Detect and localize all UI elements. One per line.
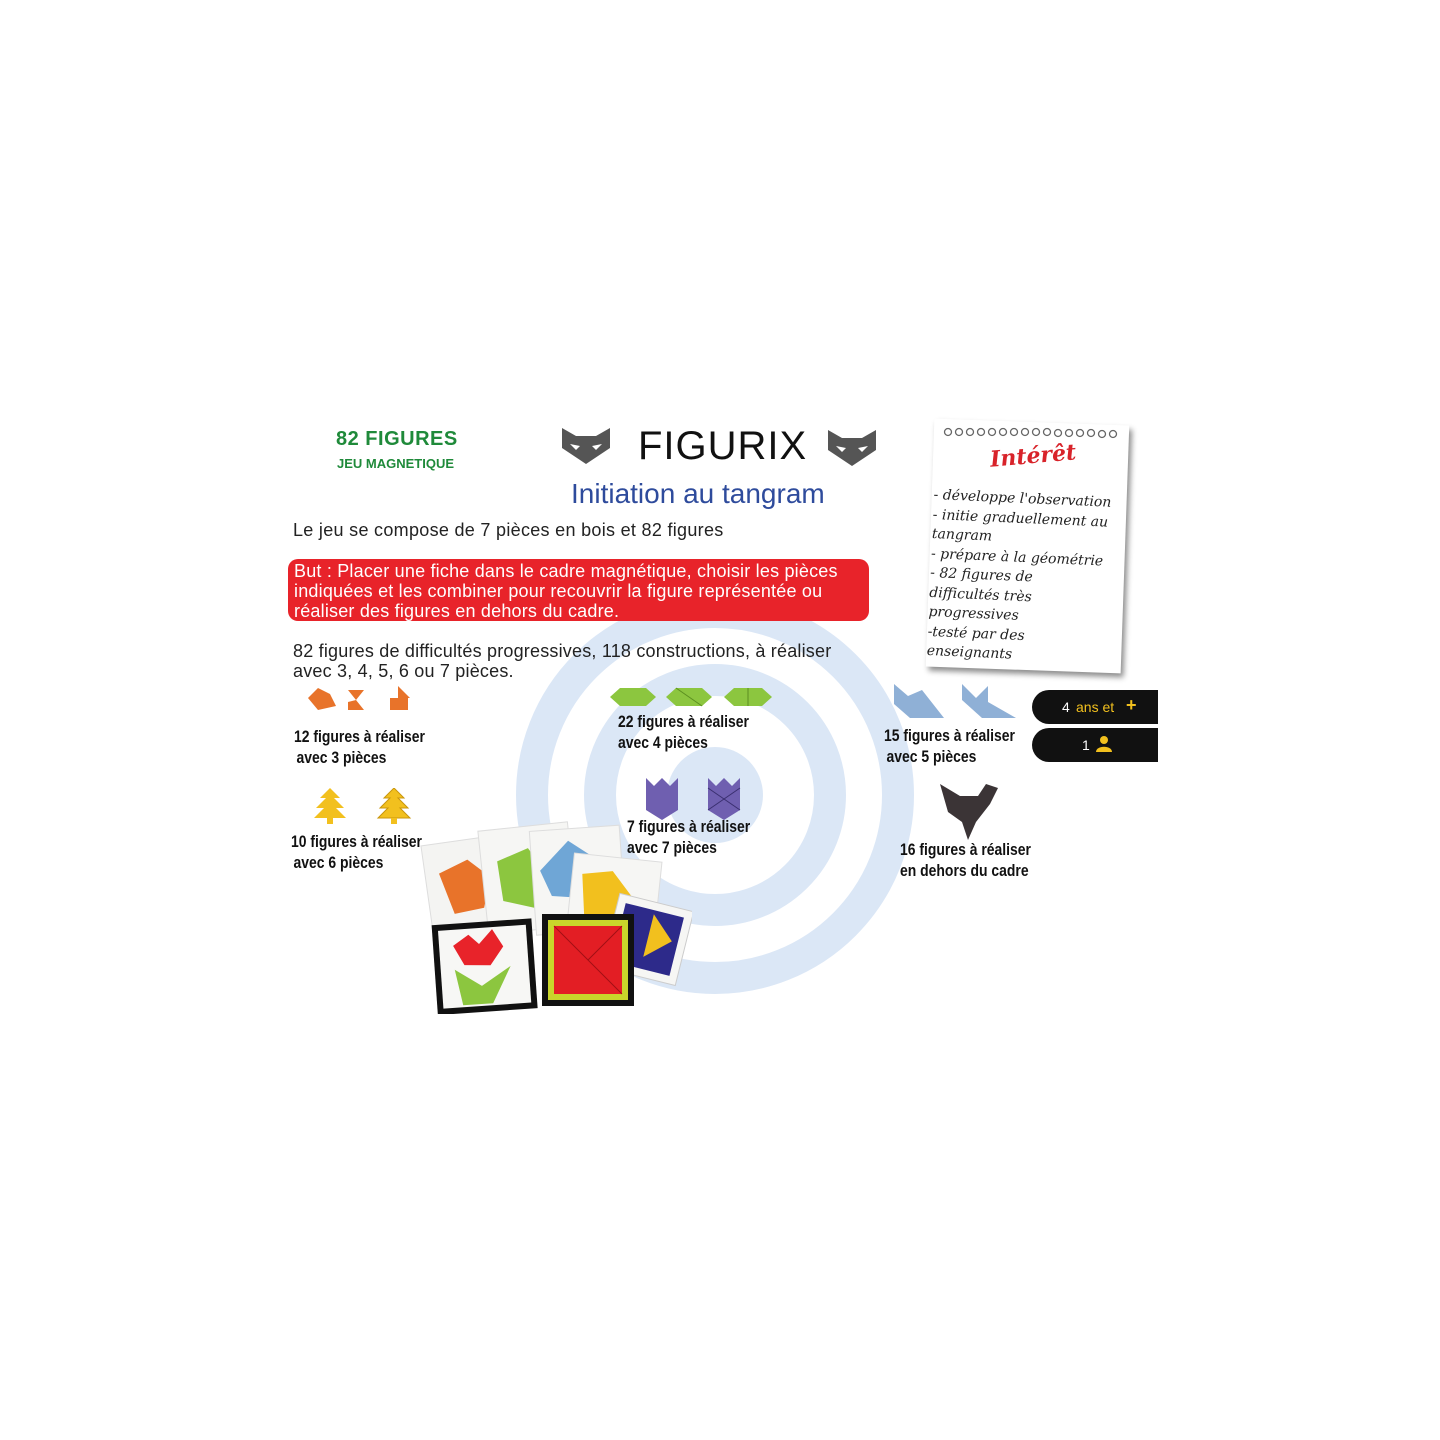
- cat-mask-icon: [562, 428, 610, 464]
- age-badge: 4 ans et +: [1032, 690, 1158, 724]
- goal-box: [288, 559, 869, 621]
- tangram-figure-icon: [308, 686, 410, 710]
- tangram-figure-icon: [314, 788, 412, 824]
- figure-count-label: 82 FIGURES: [336, 428, 458, 450]
- intro-text: Le jeu se compose de 7 pièces en bois et…: [293, 520, 724, 540]
- tangram-figure-icon: [646, 778, 741, 820]
- product-cards-illustration: [420, 821, 692, 1014]
- age-plus: +: [1126, 695, 1137, 715]
- game-type-label: JEU MAGNETIQUE: [337, 456, 455, 471]
- tangram-figure-icon: [940, 784, 998, 840]
- players-badge: 1: [1032, 728, 1158, 762]
- page-subtitle: Initiation au tangram: [571, 478, 825, 509]
- tangram-figure-icon: [610, 687, 772, 707]
- cat-mask-icon: [828, 430, 876, 466]
- goal-text: But : Placer une fiche dans le cadre mag…: [294, 561, 838, 621]
- tangram-figure-icon: [894, 684, 1016, 718]
- player-icon: [1096, 736, 1112, 752]
- spiral-rings-icon: [943, 427, 1118, 439]
- interest-list: - développe l'observation - initie gradu…: [926, 486, 1123, 670]
- summary-text: 82 figures de difficultés progressives, …: [293, 641, 832, 681]
- page-title: FIGURIX: [638, 424, 808, 468]
- players-count: 1: [1082, 737, 1090, 753]
- age-text: ans et: [1076, 699, 1115, 715]
- age-number: 4: [1062, 699, 1070, 715]
